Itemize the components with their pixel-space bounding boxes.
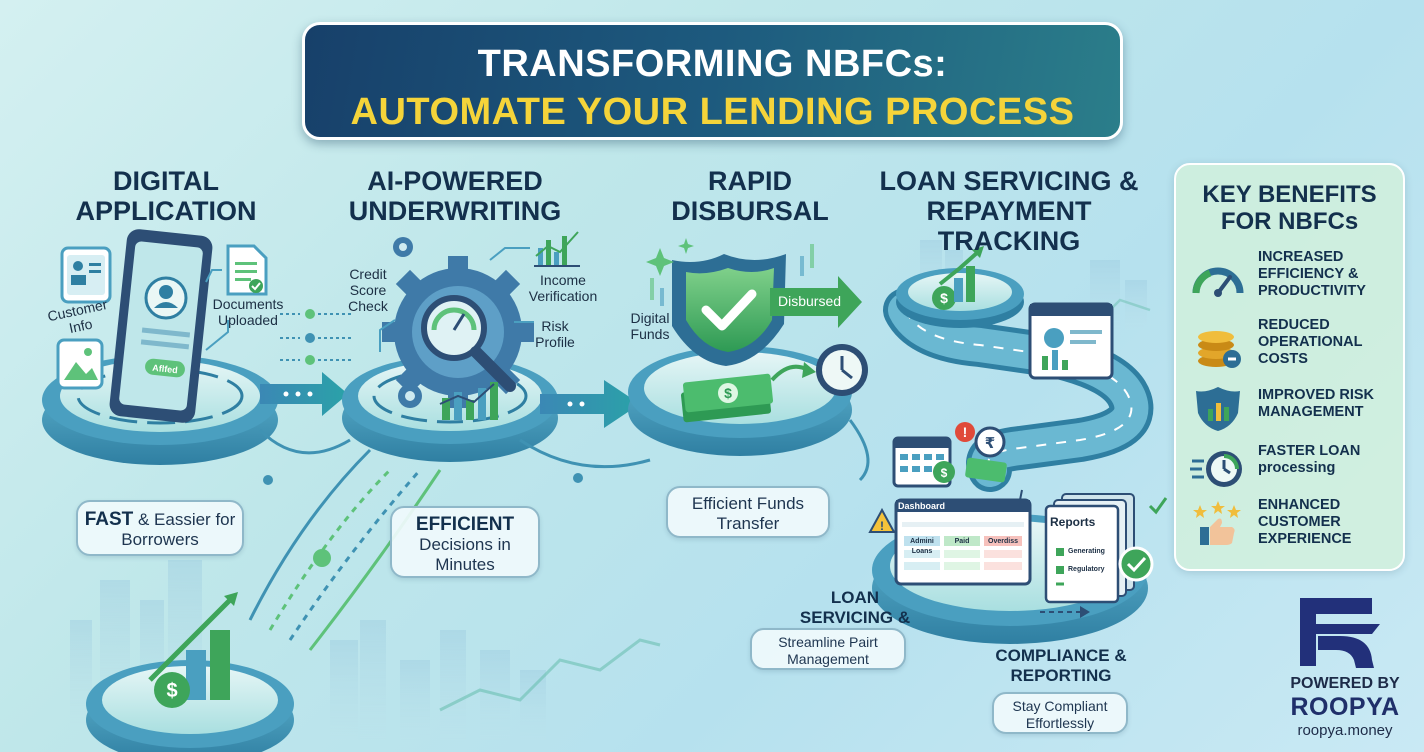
label-disbursed: Disbursed [778,293,842,309]
clock-icon [816,344,868,396]
bottom-flow-arrows [248,448,442,651]
title-line-1: TRANSFORMING NBFCs: [477,43,948,85]
compliance-check-icon [1118,546,1154,582]
brand-name: ROOPYA [1290,693,1400,721]
svg-text:!: ! [963,424,968,440]
label-credit-score-check: Credit Score Check [348,266,388,314]
disbursed-tag: Disbursed [770,283,862,321]
income-chart-icon [534,231,580,267]
platform-growth: $ [86,592,294,752]
heading-compliance-reporting: COMPLIANCE & REPORTING [995,646,1127,685]
dashboard-col-overdue: Overdiss [988,538,1018,545]
benefits-title: KEY BENEFITS FOR NBFCs [1202,181,1377,235]
brand-url[interactable]: roopya.money [1297,722,1393,739]
ai-gear-illustration [382,256,534,408]
benefit-item-efficiency: INCREASED EFFICIENCY & PRODUCTIVITY [1190,249,1400,305]
benefit-item-costs: REDUCED OPERATIONAL COSTS [1190,317,1400,373]
svg-text:₹: ₹ [985,434,995,452]
shield-chart-icon [1196,387,1240,431]
coins-icon [1198,331,1241,368]
flow-arrow-1 [260,372,348,416]
svg-text:$: $ [166,680,177,702]
document-uploaded [226,244,268,296]
caption-efficient-funds: Efficient Funds Transfer [666,486,830,538]
disbursed-arrow [770,276,862,328]
brand-powered-by: POWERED BY [1290,675,1400,692]
caption-stay-compliant: Stay Compliant Effortlessly [992,692,1128,734]
rupee-coin-icon: ₹ [974,426,1006,458]
repayment-road [883,288,1154,492]
svg-text:!: ! [880,519,884,533]
secure-shield-icon [672,254,786,366]
dashboard-col-paid: Paid [954,538,970,545]
stage-heading-digital-application: DIGITAL APPLICATION [75,166,257,226]
data-flow-dots [280,309,352,365]
reports-document-stack [1044,493,1135,604]
alert-icon [955,422,975,442]
label-income-verification: Income Verification [528,272,598,304]
key-benefits-panel: KEY BENEFITS FOR NBFCs INCREASED EFFICIE… [1174,163,1405,571]
title-line-2: AUTOMATE YOUR LENDING PROCESS [350,91,1075,133]
reports-line-2: Regulatory [1068,566,1105,573]
thumbs-up-stars-icon [1193,501,1241,545]
benefit-item-experience: ENHANCED CUSTOMER EXPERIENCE [1190,495,1400,551]
caption-streamline-management: Streamline Pairt Management [750,628,906,670]
benefit-item-risk: IMPROVED RISK MANAGEMENT [1190,381,1400,437]
small-gear-icon-2 [398,384,422,408]
caption-fast-easier: FAST & Eassier for Borrowers [76,500,244,556]
reports-title: Reports [1050,515,1096,529]
flow-arrow-2 [540,380,640,428]
label-documents-uploaded: Documents Uploaded [212,296,284,328]
svg-text:$: $ [941,466,948,480]
title-banner: TRANSFORMING NBFCs: AUTOMATE YOUR LENDIN… [302,22,1123,140]
caption-efficient-rest: Decisions in Minutes [419,535,511,574]
report-window-icon [1028,302,1114,380]
calendar-icon: $ [892,436,955,488]
customer-card [60,246,112,304]
underwriting-bar-chart [439,382,498,420]
cash-stack-icon: $ [680,373,774,423]
photo-card [56,338,104,390]
benefit-item-faster: FASTER LOAN processing [1190,439,1400,495]
benefit-text-experience: ENHANCED CUSTOMER EXPERIENCE [1258,497,1352,547]
reports-line-1: Generating [1068,548,1105,555]
stage-heading-loan-servicing: LOAN SERVICING & REPAYMENT TRACKING [879,166,1139,256]
svg-text:$: $ [724,385,732,401]
svg-text:$: $ [940,290,948,306]
caption-fast-strong: FAST [84,509,134,530]
stage-heading-ai-underwriting: AI-POWERED UNDERWRITING [348,166,562,226]
benefit-text-costs: REDUCED OPERATIONAL COSTS [1258,317,1363,367]
phone-illustration [109,229,213,423]
heading-loan-servicing: LOAN SERVICING & [799,588,911,627]
dashboard-title: Dashboard [898,501,946,511]
caption-efficient-decisions: EFFICIENT Decisions in Minutes [390,506,540,578]
benefit-text-risk: IMPROVED RISK MANAGEMENT [1258,387,1375,420]
dashboard-window [894,498,1032,586]
platform-repayment-top: $ [896,246,1024,328]
fast-clock-icon [1190,451,1242,487]
small-gear-icon-1 [393,237,413,257]
warning-icon: ! [868,507,896,533]
stage-heading-rapid-disbursal: RAPID DISBURSAL [671,166,829,226]
label-risk-profile: Risk Profile [535,318,575,350]
dashboard-col-loans: Admini Loans [910,538,934,555]
gauge-icon [1192,267,1244,297]
roopya-logo [1300,598,1380,668]
caption-efficient-strong: EFFICIENT [415,514,515,535]
caption-fast-rest: & Eassier for Borrowers [121,510,236,549]
benefit-text-faster: FASTER LOAN processing [1258,443,1361,476]
cash-note-icon [965,457,1007,483]
benefit-text-efficiency: INCREASED EFFICIENCY & PRODUCTIVITY [1258,249,1366,299]
label-digital-funds: Digital Funds [630,310,670,342]
